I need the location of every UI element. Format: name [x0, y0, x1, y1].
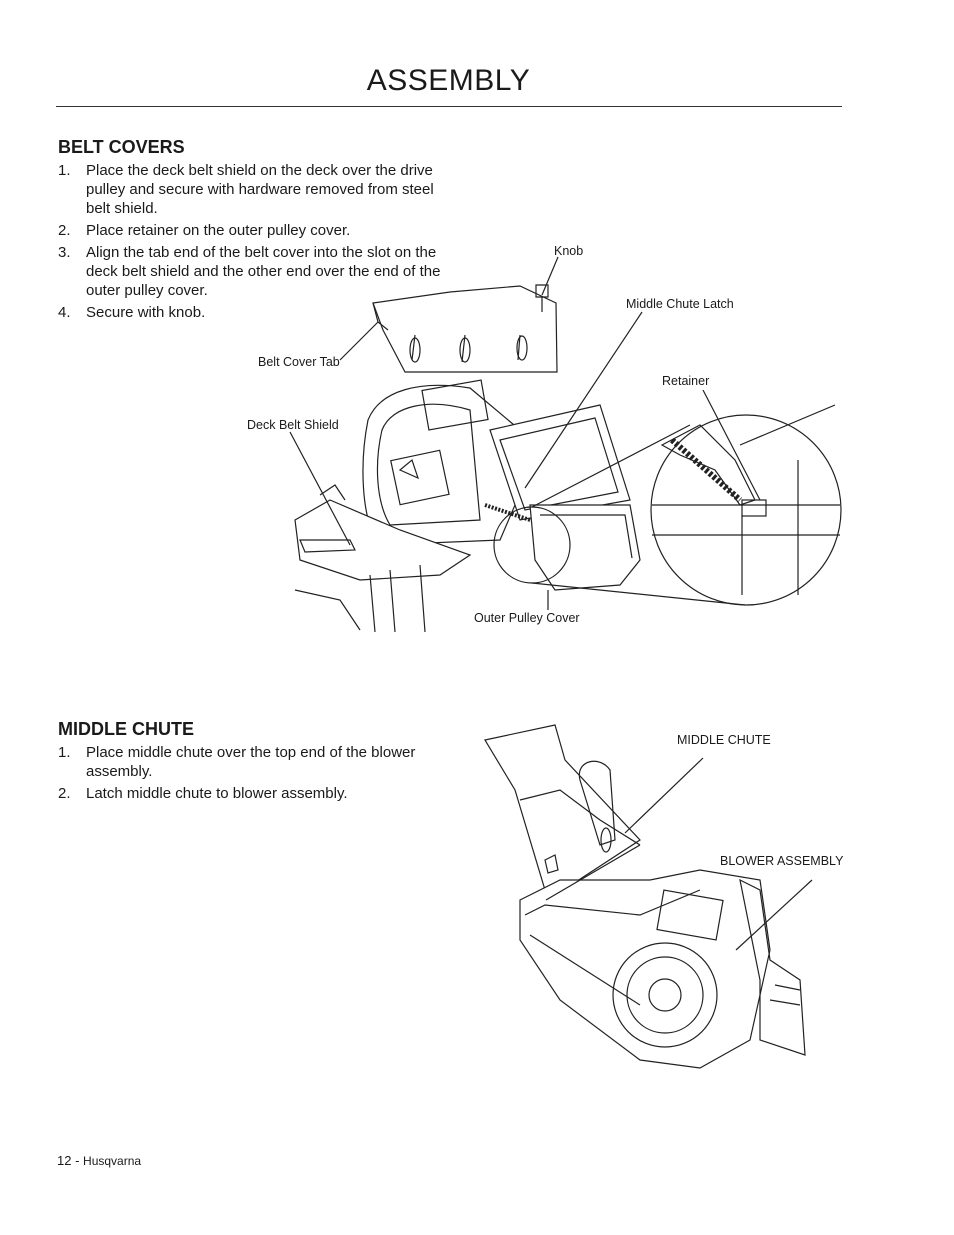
belt-covers-heading: BELT COVERS — [58, 137, 185, 157]
callout-belt-cover-tab: Belt Cover Tab — [258, 355, 340, 369]
list-item: 2.Place retainer on the outer pulley cov… — [58, 222, 351, 239]
middle-chute-steps: 1.Place middle chute over the top end of… — [58, 743, 438, 806]
belt-covers-steps: 1.Place the deck belt shield on the deck… — [58, 161, 446, 325]
title-divider — [56, 106, 842, 107]
list-item: 2.Latch middle chute to blower assembly. — [58, 785, 348, 802]
callout-outer-pulley-cover: Outer Pulley Cover — [474, 611, 580, 625]
callout-blower-assembly: BLOWER ASSEMBLY — [720, 854, 844, 868]
middle-chute-heading: MIDDLE CHUTE — [58, 719, 194, 739]
list-item: 1.Place the deck belt shield on the deck… — [58, 162, 434, 217]
page-footer: 12 - Husqvarna — [57, 1153, 141, 1168]
callout-knob: Knob — [554, 244, 584, 258]
page-title: ASSEMBLY — [366, 64, 531, 97]
callout-middle-chute: MIDDLE CHUTE — [677, 733, 771, 747]
list-item: 4.Secure with knob. — [58, 304, 206, 321]
callout-middle-chute-latch: Middle Chute Latch — [626, 297, 734, 311]
callout-deck-belt-shield: Deck Belt Shield — [247, 418, 339, 432]
brand-name: Husqvarna — [83, 1154, 142, 1168]
callout-retainer: Retainer — [662, 374, 710, 388]
list-item: 1.Place middle chute over the top end of… — [58, 744, 416, 780]
list-item: 3.Align the tab end of the belt cover in… — [58, 244, 441, 299]
page-number: 12 - — [57, 1153, 80, 1168]
